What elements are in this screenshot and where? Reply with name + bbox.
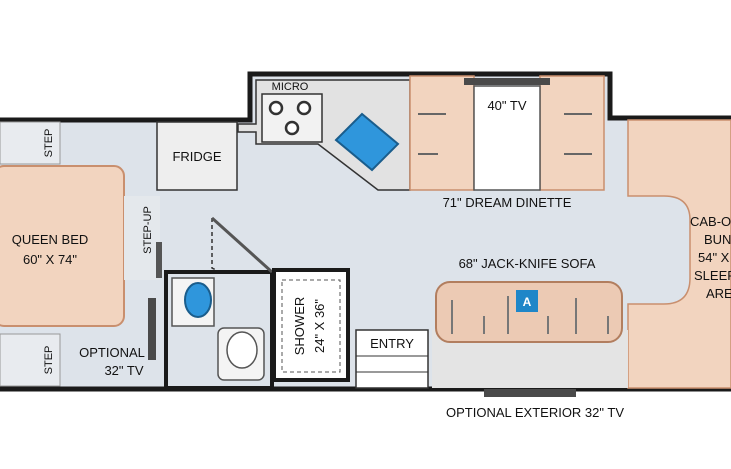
step-top-label: STEP [43, 129, 55, 158]
dinette-bench-left [409, 75, 475, 191]
shower-label: SHOWER [292, 297, 307, 356]
kitchen-counter: MICRO [237, 79, 411, 191]
kitchen-sink [334, 112, 400, 172]
cab-over-bunk: CAB-O BUN 54" X SLEEP ARE [627, 119, 731, 389]
dinette: 40" TV 71" DREAM DINETTE [409, 75, 605, 210]
jack-knife-sofa: A 68" JACK-KNIFE SOFA [432, 256, 628, 388]
sofa-label: 68" JACK-KNIFE SOFA [459, 256, 596, 271]
cab-label-4: SLEEP [694, 268, 731, 283]
exterior-tv: OPTIONAL EXTERIOR 32" TV [446, 389, 624, 420]
shower-size: 24" X 36" [312, 299, 327, 353]
cab-label-2: BUN [704, 232, 731, 247]
optional-tv-label: OPTIONAL [79, 345, 145, 360]
step-up-label: STEP-UP [142, 206, 154, 254]
entry-door: ENTRY [355, 329, 429, 389]
queen-bed-label: QUEEN BED [12, 232, 89, 247]
microwave-label: MICRO [272, 81, 309, 93]
sofa-marker-badge [516, 290, 538, 312]
step-bottom-label: STEP [43, 346, 55, 375]
fridge-label: FRIDGE [172, 149, 221, 164]
toilet [226, 331, 258, 369]
entry-label: ENTRY [370, 336, 414, 351]
exterior-walls [0, 71, 731, 392]
bathroom [164, 216, 274, 390]
bathroom-door [210, 216, 274, 274]
cab-label-5: ARE [706, 286, 731, 301]
dinette-tv [464, 78, 550, 85]
dinette-bench-right [539, 75, 605, 191]
cab-label-1: CAB-O [690, 214, 731, 229]
rear-step-top: STEP [0, 121, 61, 165]
step-up: STEP-UP [124, 196, 162, 280]
shower: SHOWER 24" X 36" [272, 268, 350, 382]
dinette-label: 71" DREAM DINETTE [443, 195, 572, 210]
dinette-table [473, 85, 541, 191]
rear-step-bottom: STEP [0, 333, 61, 387]
bedroom-tv: OPTIONAL 32" TV [79, 298, 156, 378]
queen-bed: QUEEN BED 60" X 74" [0, 165, 125, 327]
optional-tv-size: 32" TV [104, 363, 143, 378]
bathroom-sink [184, 282, 212, 318]
bathroom-door-swing [211, 218, 217, 271]
exterior-tv-label: OPTIONAL EXTERIOR 32" TV [446, 405, 624, 420]
dinette-tv-label: 40" TV [487, 98, 526, 113]
sofa-marker-label: A [523, 295, 532, 309]
fridge: FRIDGE [156, 121, 238, 191]
queen-bed-size: 60" X 74" [23, 252, 77, 267]
cab-label-3: 54" X [698, 250, 730, 265]
